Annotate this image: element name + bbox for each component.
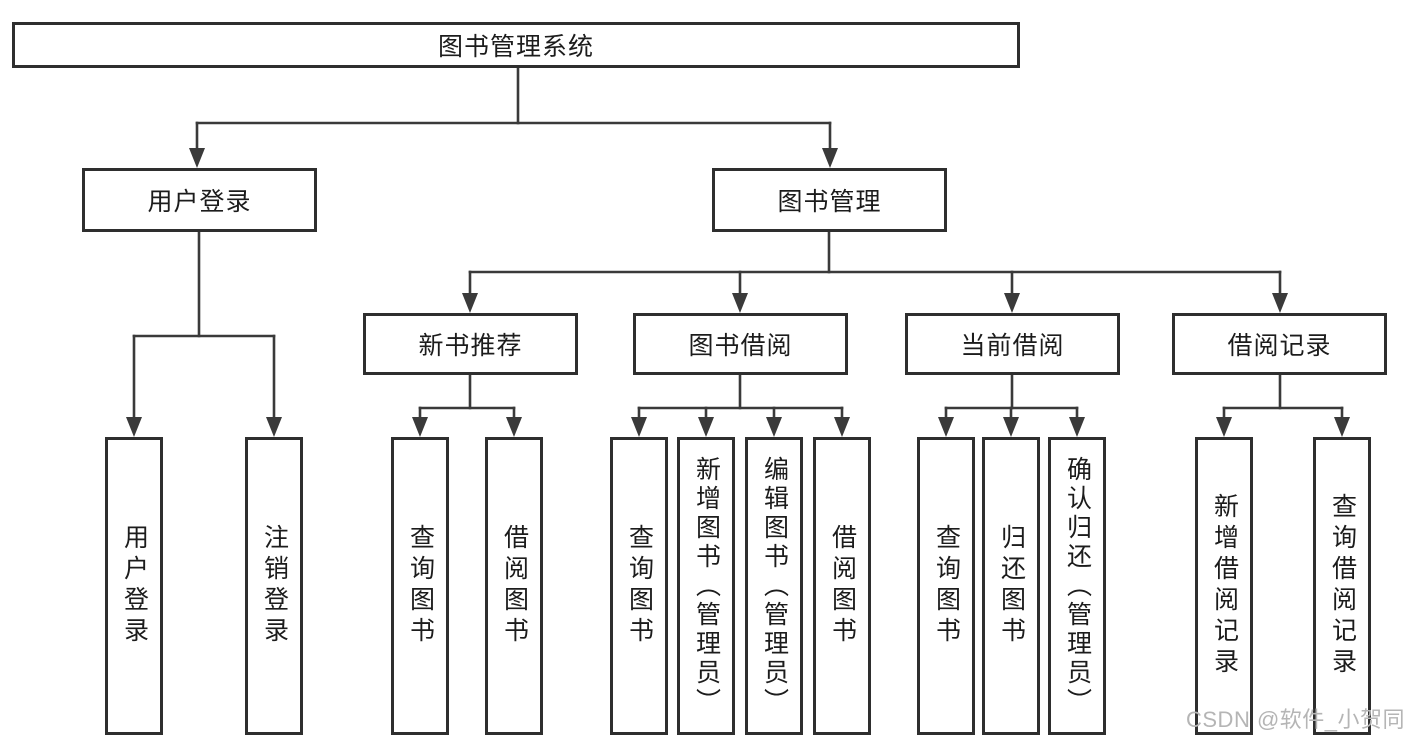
node-borrowing-records: 借阅记录 [1172, 313, 1387, 375]
node-book-management: 图书管理 [712, 168, 947, 232]
leaf-borrowing-add-books-admin: 新增图书（管理员） [677, 437, 735, 735]
leaf-records-query-borrow-record: 查询借阅记录 [1313, 437, 1371, 735]
watermark: CSDN @软件_小贺同学 [1186, 707, 1405, 732]
leaf-current-confirm-return-admin: 确认归还（管理员） [1048, 437, 1106, 735]
leaf-borrowing-edit-books-admin: 编辑图书（管理员） [745, 437, 803, 735]
leaf-borrowing-query-books: 查询图书 [610, 437, 668, 735]
leaf-current-return-books: 归还图书 [982, 437, 1040, 735]
leaf-recommend-borrow-books: 借阅图书 [485, 437, 543, 735]
leaf-logout: 注销登录 [245, 437, 303, 735]
node-book-borrowing: 图书借阅 [633, 313, 848, 375]
leaf-recommend-query-books: 查询图书 [391, 437, 449, 735]
leaf-records-add-borrow-record: 新增借阅记录 [1195, 437, 1253, 735]
node-new-book-recommendation: 新书推荐 [363, 313, 578, 375]
node-library-management-system: 图书管理系统 [12, 22, 1020, 68]
leaf-current-query-books: 查询图书 [917, 437, 975, 735]
node-current-borrowing: 当前借阅 [905, 313, 1120, 375]
leaf-borrowing-borrow-books: 借阅图书 [813, 437, 871, 735]
node-user-login: 用户登录 [82, 168, 317, 232]
leaf-user-login: 用户登录 [105, 437, 163, 735]
